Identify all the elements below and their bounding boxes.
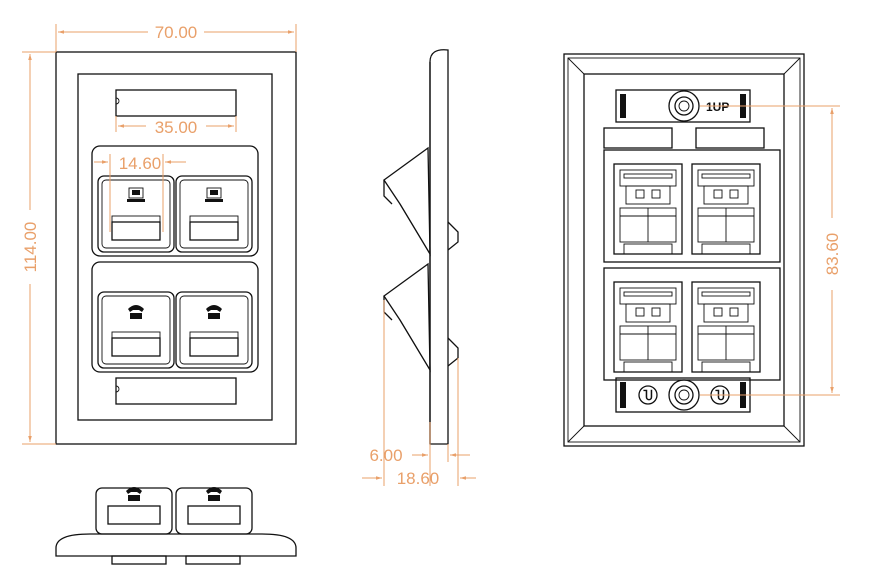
orientation-label: 1UP: [706, 100, 729, 114]
bottom-label-window: [115, 377, 237, 405]
svg-text:83.60: 83.60: [823, 233, 842, 276]
computer-icon: [204, 187, 224, 203]
dim-jack-width: 14.60: [94, 154, 186, 232]
computer-icon: [126, 187, 146, 203]
top-label-window: [115, 89, 237, 117]
dim-total-depth: 18.60: [362, 300, 476, 488]
dim-width: 70.00: [55, 23, 297, 52]
ul-mark-icon: Ⴎ: [638, 385, 658, 405]
dim-mount-spacing: 83.60: [700, 105, 842, 396]
svg-text:14.60: 14.60: [119, 154, 162, 173]
phone-icon: [206, 305, 222, 319]
phone-icon: [206, 487, 222, 501]
dim-label-width: 35.00: [115, 116, 237, 137]
svg-text:6.00: 6.00: [369, 446, 402, 465]
bottom-view: [55, 487, 297, 565]
svg-text:70.00: 70.00: [155, 23, 198, 42]
svg-text:Ⴎ: Ⴎ: [715, 389, 724, 403]
rear-view: 1UP Ⴎ Ⴎ: [563, 53, 805, 447]
front-view: [55, 51, 297, 445]
phone-icon: [128, 305, 144, 319]
svg-text:35.00: 35.00: [155, 118, 198, 137]
svg-text:Ⴎ: Ⴎ: [643, 389, 652, 403]
svg-text:18.60: 18.60: [397, 469, 440, 488]
side-view: [383, 49, 459, 445]
dim-plate-thickness: 6.00: [369, 422, 470, 486]
svg-text:114.00: 114.00: [21, 222, 40, 273]
phone-icon: [126, 487, 142, 501]
dim-height: 114.00: [21, 51, 56, 445]
